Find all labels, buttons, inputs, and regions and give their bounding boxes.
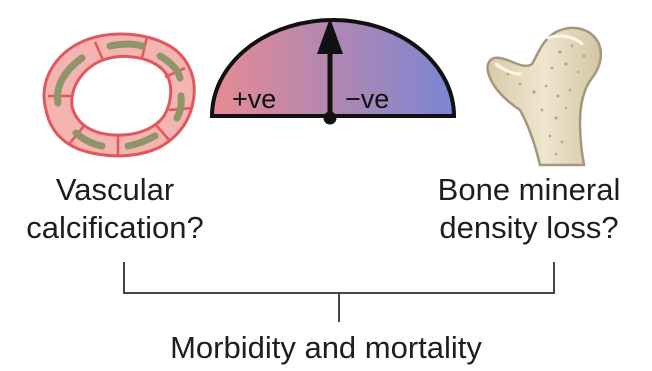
outcome-bracket (124, 262, 554, 322)
bone-caption-line2: density loss? (412, 209, 646, 247)
vascular-calcification-caption: Vascular calcification? (0, 171, 230, 247)
negative-label: −ve (345, 84, 389, 114)
balance-gauge-icon: +ve −ve (212, 18, 454, 125)
positive-label: +ve (232, 84, 276, 114)
calcified-blood-vessel-icon (44, 34, 194, 157)
vascular-caption-line1: Vascular (0, 171, 230, 209)
bone-density-caption: Bone mineral density loss? (412, 171, 646, 247)
vascular-caption-line2: calcification? (0, 209, 230, 247)
femur-bone-icon (488, 28, 601, 165)
morbidity-mortality-caption: Morbidity and mortality (100, 329, 552, 367)
gauge-pivot (324, 112, 337, 125)
bone-caption-line1: Bone mineral (412, 171, 646, 209)
